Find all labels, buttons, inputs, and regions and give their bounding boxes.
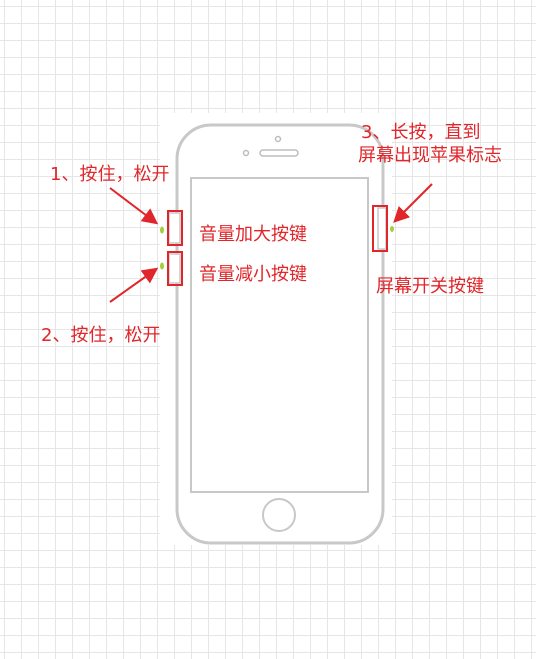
volume-up-highlight <box>167 210 183 246</box>
step2-label: 2、按住，松开 <box>41 325 161 346</box>
step2-arrow <box>109 267 159 303</box>
volume-up-label: 音量加大按键 <box>199 224 307 245</box>
volume-down-dot <box>160 262 164 270</box>
volume-down-button <box>168 253 181 284</box>
volume-down-label: 音量减小按键 <box>199 264 307 285</box>
step1-arrow <box>109 187 159 225</box>
power-button-label: 屏幕开关按键 <box>376 276 484 297</box>
front-camera <box>274 135 282 143</box>
home-button <box>262 498 296 532</box>
step3-arrow <box>393 183 433 223</box>
proximity-sensor <box>242 149 250 157</box>
phone-screen <box>190 177 369 493</box>
step1-label: 1、按住，松开 <box>50 164 170 185</box>
volume-down-highlight <box>167 251 183 286</box>
earpiece-speaker <box>259 149 299 157</box>
step3-label-line1: 3、长按，直到 <box>361 122 481 143</box>
step3-label-line2: 屏幕出现苹果标志 <box>358 145 502 166</box>
volume-up-button <box>168 212 181 244</box>
power-dot <box>390 226 394 232</box>
power-highlight <box>372 205 388 252</box>
power-button <box>377 207 387 250</box>
volume-up-dot <box>160 226 164 234</box>
